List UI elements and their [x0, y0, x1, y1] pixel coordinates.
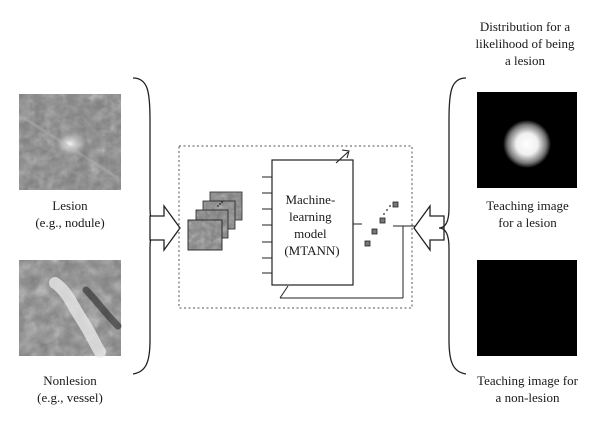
- lesion-image: [19, 94, 121, 190]
- model-label-line-1: Machine-: [285, 192, 335, 207]
- model-label-line-2: learning: [289, 209, 332, 224]
- output-pixels: [364, 201, 399, 247]
- svg-text:Machine- learning: Machine- learning model (MTANN): [284, 192, 339, 258]
- lesion-label: Lesion (e.g., nodule): [35, 198, 105, 230]
- right-teaching-arrow: [413, 204, 445, 252]
- left-input-arrow: [149, 204, 181, 252]
- model-label-line-4: (MTANN): [284, 243, 339, 258]
- input-image-stack: [187, 191, 243, 251]
- model-label-line-3: model: [294, 226, 327, 241]
- nonlesion-label: Nonlesion (e.g., vessel): [37, 373, 103, 405]
- teaching-nonlesion-label: Teaching image for a non-lesion: [477, 373, 578, 405]
- right-brace: [438, 77, 467, 375]
- teaching-lesion-label: Teaching image for a lesion: [486, 198, 569, 230]
- distribution-label: Distribution for a likelihood of being a…: [475, 19, 575, 68]
- weight-update-arrow: [335, 149, 350, 164]
- teaching-image-lesion: [477, 92, 577, 188]
- nonlesion-image: [19, 260, 122, 358]
- mtann-model-box: Machine- learning model (MTANN): [262, 159, 362, 286]
- teaching-image-nonlesion: [477, 260, 577, 356]
